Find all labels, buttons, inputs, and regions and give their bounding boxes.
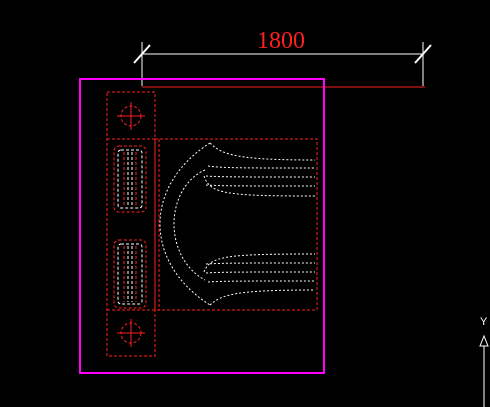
bolt-hole-bottom[interactable] bbox=[117, 319, 145, 347]
jaw-inner-curve bbox=[173, 169, 206, 281]
upper-arm-top-edge bbox=[209, 142, 316, 161]
upper-arm-line-1 bbox=[207, 165, 316, 169]
ucs-y-label: Y bbox=[480, 316, 488, 328]
left-column[interactable] bbox=[106, 91, 156, 357]
bolt-hole-top[interactable] bbox=[117, 102, 145, 130]
dimension-1800[interactable]: 1800 bbox=[133, 28, 432, 86]
slot-bracket-lower[interactable] bbox=[113, 239, 147, 309]
slot-bracket-upper[interactable] bbox=[113, 145, 147, 213]
ucs-icon: Y bbox=[479, 316, 489, 407]
dimension-text: 1800 bbox=[257, 28, 305, 54]
lower-arm-line-2 bbox=[205, 271, 316, 274]
ucs-y-arrow-icon bbox=[479, 334, 489, 347]
lower-arm-top-edge bbox=[203, 253, 316, 273]
lower-arm-line-1 bbox=[205, 262, 316, 265]
slot-bracket-lower-outer bbox=[113, 239, 147, 309]
upper-arm-line-2 bbox=[205, 175, 316, 178]
left-column-outline bbox=[106, 91, 156, 357]
upper-arm-bottom-edge bbox=[203, 175, 316, 197]
upper-arm-line-3 bbox=[205, 184, 316, 187]
slot-bracket-lower-inner bbox=[117, 243, 143, 305]
lower-arm-line-3 bbox=[207, 280, 316, 283]
body-outline[interactable] bbox=[154, 138, 318, 311]
slot-bracket-upper-outer bbox=[113, 145, 147, 213]
outer-boundary[interactable] bbox=[79, 78, 325, 374]
dimension-tick-right bbox=[414, 44, 432, 64]
lower-arm-bottom-edge bbox=[209, 289, 316, 306]
dimension-tick-left bbox=[133, 44, 151, 64]
clamp-jaw[interactable] bbox=[159, 142, 316, 306]
slot-bracket-upper-inner bbox=[117, 149, 143, 209]
jaw-outer-curve bbox=[159, 142, 211, 306]
